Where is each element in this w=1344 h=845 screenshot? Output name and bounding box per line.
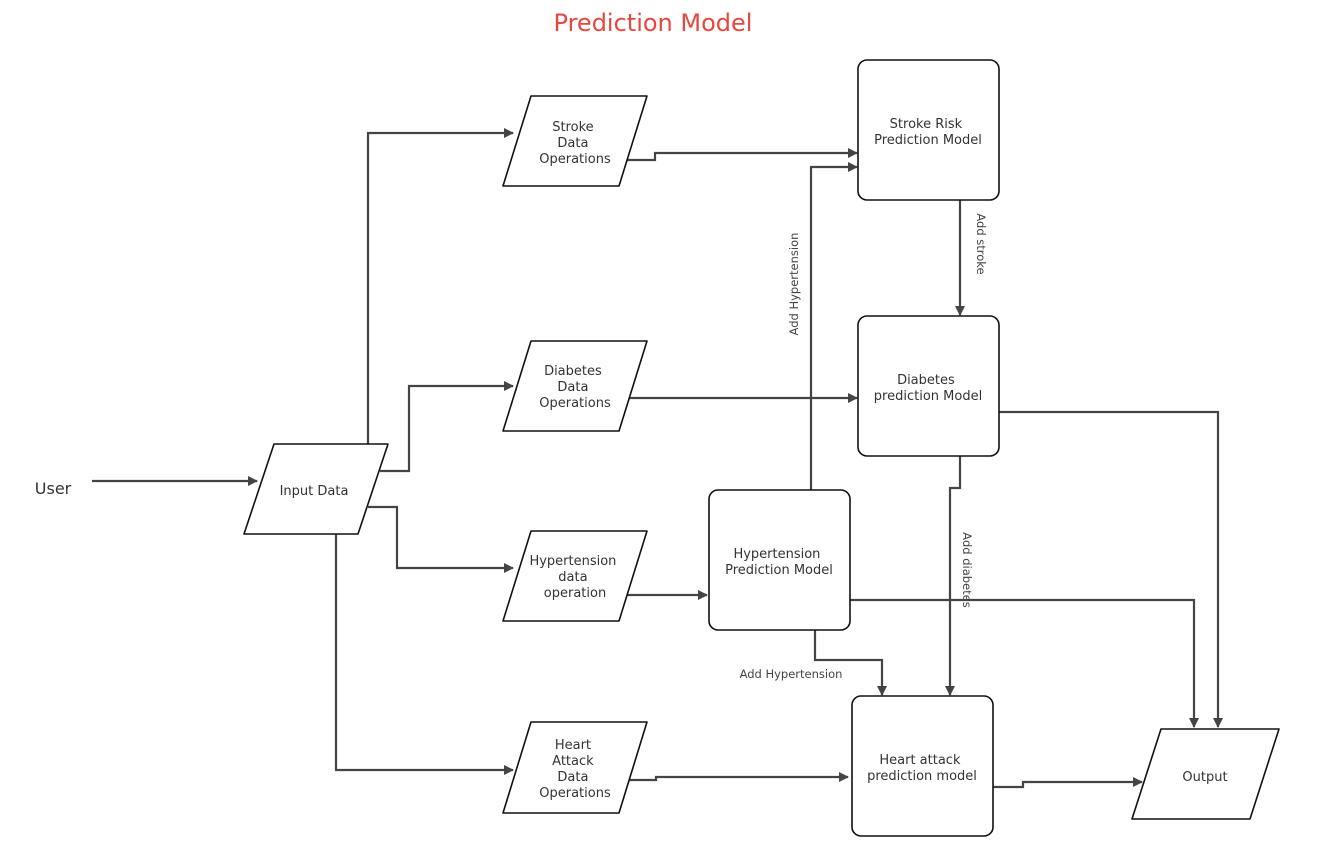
- edge-hypertension-model-to-output: [850, 598, 1199, 728]
- diabetes-data-operations-label: Diabetes Data Operations: [539, 364, 611, 411]
- edge-input-to-hypertension-data: [368, 505, 514, 573]
- edge-input-to-stroke-data: [366, 128, 514, 444]
- hypertension-data-operation-label: Hypertension data operation: [529, 554, 620, 601]
- diabetes-data-operations-node: Diabetes Data Operations: [502, 340, 648, 432]
- input-data-label: Input Data: [280, 484, 349, 499]
- edge-label-add-stroke: Add stroke: [974, 213, 988, 274]
- input-data-node: Input Data: [243, 443, 389, 535]
- hypertension-model-node: Hypertension Prediction Model: [708, 489, 851, 631]
- diabetes-model-label: Diabetes prediction Model: [874, 373, 982, 404]
- hypertension-data-operation-node: Hypertension data operation: [502, 530, 648, 622]
- edge-stroke-data-to-stroke-model: [624, 148, 858, 162]
- output-label: Output: [1182, 770, 1227, 785]
- heart-attack-data-operations-label: Heart Attack Data Operations: [539, 738, 611, 801]
- edge-input-to-diabetes-data: [380, 381, 514, 473]
- edge-label-add-diabetes: Add diabetes: [960, 532, 974, 607]
- edge-diabetes-model-to-output: [998, 410, 1223, 728]
- output-node: Output: [1131, 728, 1280, 820]
- edge-hypertension-model-to-heart-model: [813, 630, 887, 696]
- diagram-title: Prediction Model: [554, 9, 753, 37]
- edge-diabetes-model-to-heart-model: [945, 456, 962, 696]
- user-label: User: [35, 479, 72, 498]
- heart-attack-model-node: Heart attack prediction model: [851, 695, 994, 837]
- stroke-risk-model-label: Stroke Risk Prediction Model: [874, 117, 982, 148]
- heart-attack-model-label: Heart attack prediction model: [867, 753, 977, 784]
- connectors: [92, 128, 1223, 789]
- stroke-risk-model-node: Stroke Risk Prediction Model: [857, 59, 1000, 201]
- edge-hypertension-model-to-stroke-model: [809, 162, 858, 491]
- edge-heart-model-to-output: [993, 777, 1143, 789]
- heart-attack-data-operations-node: Heart Attack Data Operations: [502, 721, 648, 814]
- edge-label-add-hypertension-horizontal: Add Hypertension: [740, 667, 843, 681]
- stroke-data-operations-label: Stroke Data Operations: [539, 120, 611, 167]
- diabetes-model-node: Diabetes prediction Model: [857, 315, 1000, 457]
- hypertension-model-label: Hypertension Prediction Model: [725, 547, 833, 578]
- edge-input-to-heart-data: [334, 533, 514, 775]
- edge-label-add-hypertension-vertical: Add Hypertension: [787, 233, 801, 336]
- stroke-data-operations-node: Stroke Data Operations: [502, 95, 648, 187]
- edge-heart-data-to-heart-model: [624, 772, 849, 782]
